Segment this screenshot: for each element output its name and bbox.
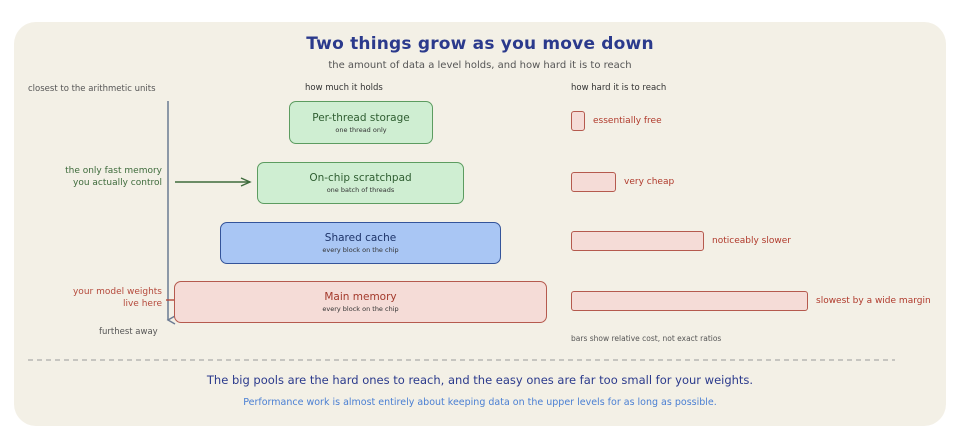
level-name: Per-thread storage (312, 111, 410, 124)
level-name: Shared cache (324, 232, 397, 244)
cost-label-on-chip-scratchpad: very cheap (624, 177, 675, 187)
footer-summary: The big pools are the hard ones to reach… (206, 373, 754, 387)
level-desc: every block on the chip (322, 246, 399, 254)
annotation-scratchpad-line-2: you actually control (73, 178, 162, 188)
cost-bar-shared-cache (571, 231, 704, 251)
annotation-scratchpad-line-1: the only fast memory (65, 166, 162, 176)
cost-label-per-thread-storage: essentially free (593, 116, 662, 126)
level-desc: one thread only (335, 125, 387, 134)
annotation-main-memory: your model weights live here (73, 286, 162, 310)
level-desc: every block on the chip (322, 305, 399, 313)
cost-bar-per-thread-storage (571, 111, 585, 131)
level-name: On-chip scratchpad (309, 172, 412, 184)
cost-bar-main-memory (571, 291, 808, 311)
annotation-scratchpad: the only fast memory you actually contro… (65, 165, 162, 189)
diagram-subtitle: the amount of data a level holds, and ho… (328, 60, 632, 71)
axis-top-label: closest to the arithmetic units (28, 84, 156, 94)
diagram-title: Two things grow as you move down (306, 34, 654, 54)
bar-scale-note: bars show relative cost, not exact ratio… (571, 334, 722, 343)
column-heading-cost: how hard it is to reach (571, 83, 667, 93)
column-heading-capacity: how much it holds (305, 83, 383, 93)
footer-takeaway: Performance work is almost entirely abou… (243, 397, 717, 408)
level-name: Main memory (324, 291, 397, 303)
annotation-main-memory-line-2: live here (122, 299, 162, 309)
annotation-main-memory-line-1: your model weights (72, 287, 162, 297)
level-box-shared-cache: Shared cache every block on the chip (220, 222, 501, 264)
level-box-on-chip-scratchpad: On-chip scratchpad one batch of threads (257, 162, 464, 204)
cost-bar-on-chip-scratchpad (571, 172, 616, 192)
cost-label-main-memory: slowest by a wide margin (816, 296, 931, 306)
level-box-main-memory: Main memory every block on the chip (174, 281, 547, 323)
level-box-per-thread-storage: Per-thread storage one thread only (289, 101, 433, 144)
axis-bottom-label: furthest away (99, 327, 158, 337)
cost-label-shared-cache: noticeably slower (712, 236, 791, 246)
level-desc: one batch of threads (326, 186, 395, 194)
